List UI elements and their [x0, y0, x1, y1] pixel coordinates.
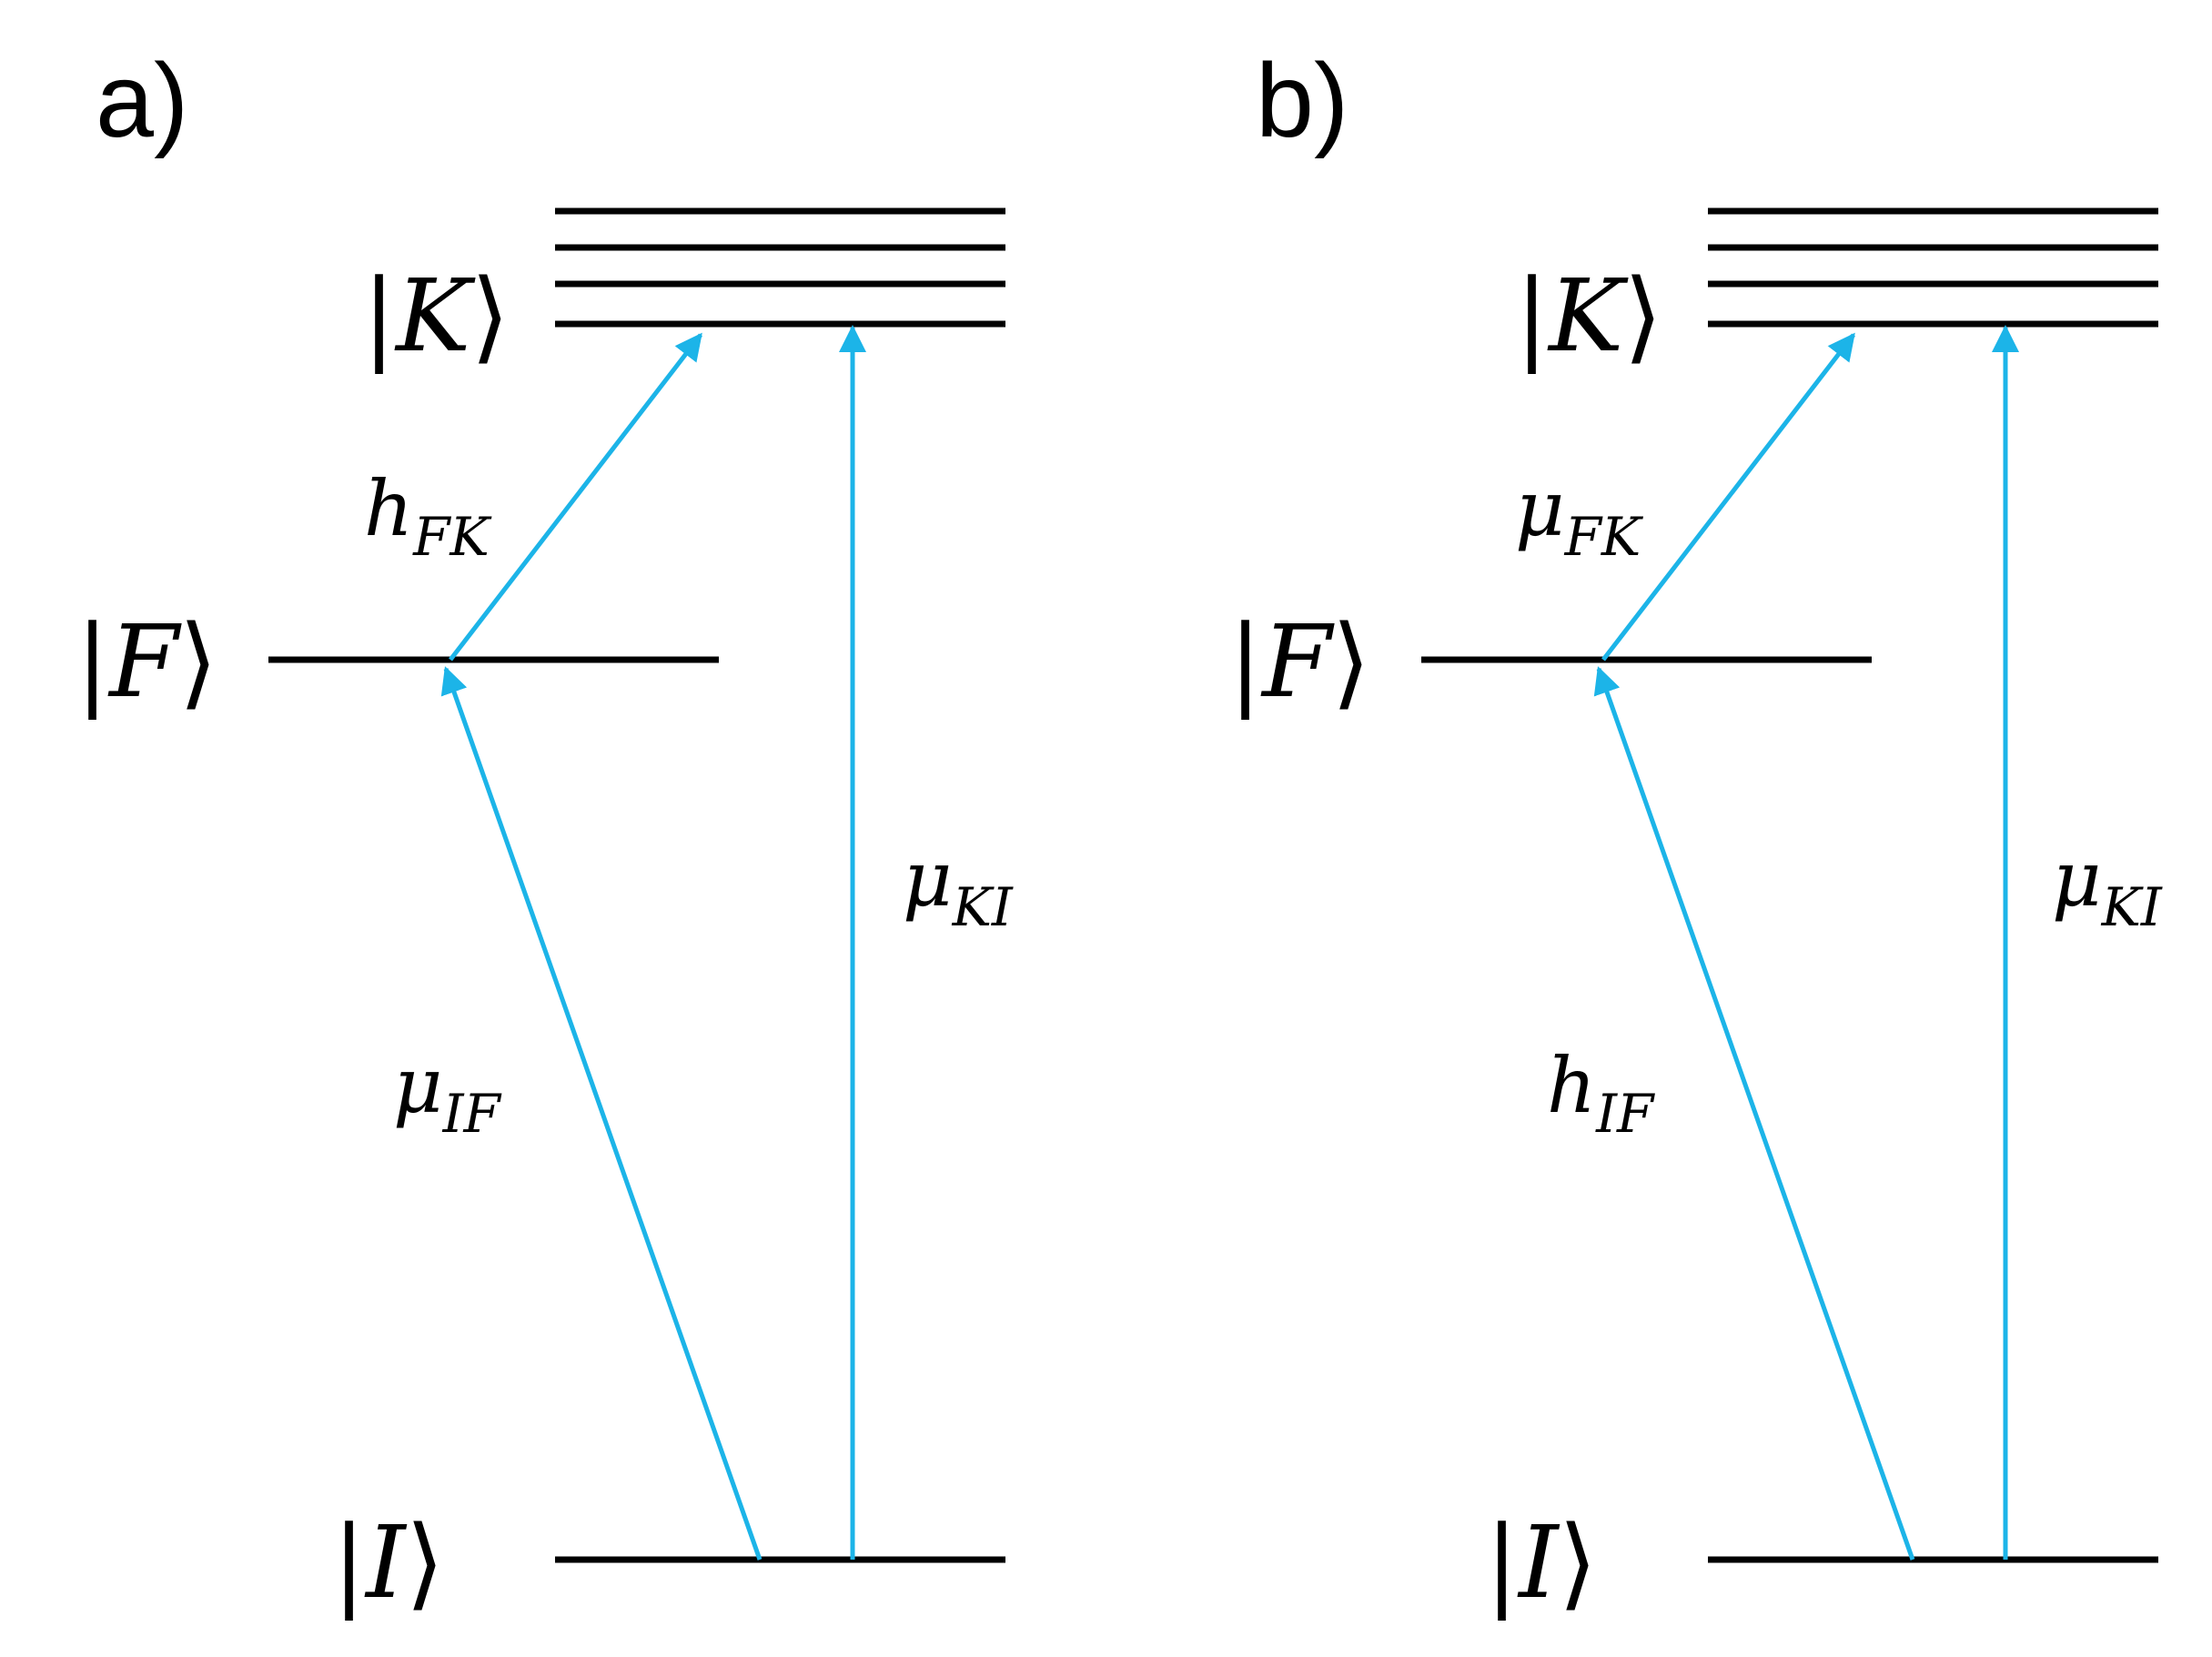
panel-b-k-manifold	[1708, 207, 2158, 328]
panel-b-coupling-ki-label: μKI	[2052, 834, 2163, 938]
panel-b-state-k-label: |K⟩	[1515, 258, 1662, 374]
panel-b-label: b)	[1256, 43, 1348, 159]
panel-a-coupling-if-label: μIF	[393, 1041, 502, 1145]
panel-a-coupling-ki-label: μKI	[903, 834, 1014, 938]
panel-a-label: a)	[96, 43, 188, 159]
panel-b-arrow-i-to-f	[1593, 666, 1915, 1561]
panel-a-arrow-f-to-k	[449, 332, 702, 662]
panel-a-coupling-fk-label: hFK	[364, 464, 492, 568]
panel-a-state-k-label: |K⟩	[362, 258, 510, 374]
panel-b-arrow-f-to-k	[1601, 332, 1855, 662]
panel-a-state-i-label: |I⟩	[332, 1504, 444, 1621]
panel-b: b) |K⟩ |F⟩ |I⟩ μFK hIF	[1228, 43, 2163, 1621]
panel-b-state-i-label: |I⟩	[1485, 1504, 1597, 1621]
panel-b-coupling-if-label: hIF	[1547, 1041, 1655, 1145]
panel-a-k-manifold	[555, 207, 1005, 328]
panel-a: a) |K⟩ |F⟩ |I⟩ hFK μIF	[76, 43, 1014, 1621]
panel-b-coupling-fk-label: μFK	[1515, 464, 1644, 568]
panel-b-state-f-label: |F⟩	[1228, 603, 1370, 720]
panel-a-state-f-label: |F⟩	[76, 603, 217, 720]
panel-a-arrow-i-to-f	[440, 666, 763, 1561]
